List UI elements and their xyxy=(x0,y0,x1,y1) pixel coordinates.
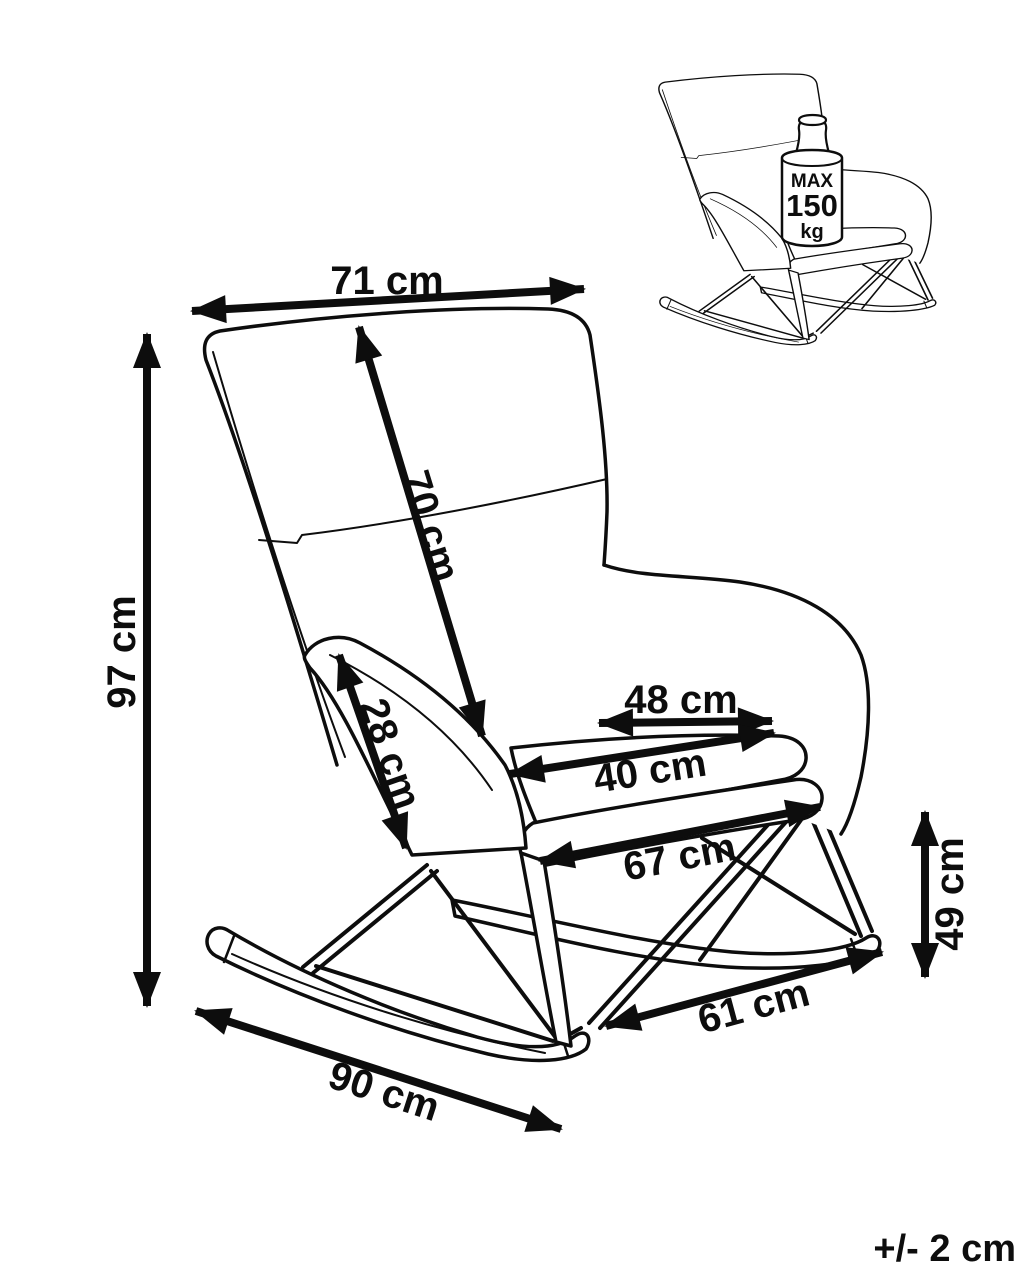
dim-arrow-armrest-length xyxy=(335,653,410,850)
tolerance-note: +/- 2 cm xyxy=(873,1228,1016,1270)
max-load-line3: kg xyxy=(800,221,823,243)
dim-arrow-overall-width xyxy=(190,276,586,324)
dim-arrow-seat-depth xyxy=(538,799,822,869)
dim-label-seat-width-rear: 48 cm xyxy=(624,678,737,722)
main-chair-drawing xyxy=(202,306,882,1063)
max-load-line1: MAX xyxy=(791,171,834,192)
dimension-arrows xyxy=(133,276,939,1133)
dim-arrow-seat-width-front xyxy=(508,724,776,783)
dim-label-rocker-right-length: 61 cm xyxy=(693,971,814,1043)
dim-label-seat-height: 49 cm xyxy=(928,837,972,950)
dim-label-overall-height: 97 cm xyxy=(100,595,144,708)
dim-arrow-rocker-length xyxy=(194,1007,563,1133)
dim-arrow-seat-width-rear xyxy=(597,707,774,737)
dim-arrow-backrest-length xyxy=(355,325,486,738)
dim-label-rocker-length: 90 cm xyxy=(323,1053,444,1130)
inset-chair: MAX 150 kg xyxy=(658,73,937,346)
max-weight-icon xyxy=(780,113,844,248)
dim-label-overall-width: 71 cm xyxy=(330,259,443,303)
dim-arrow-rocker-right-length xyxy=(604,947,884,1031)
max-load-line2: 150 xyxy=(786,188,838,223)
